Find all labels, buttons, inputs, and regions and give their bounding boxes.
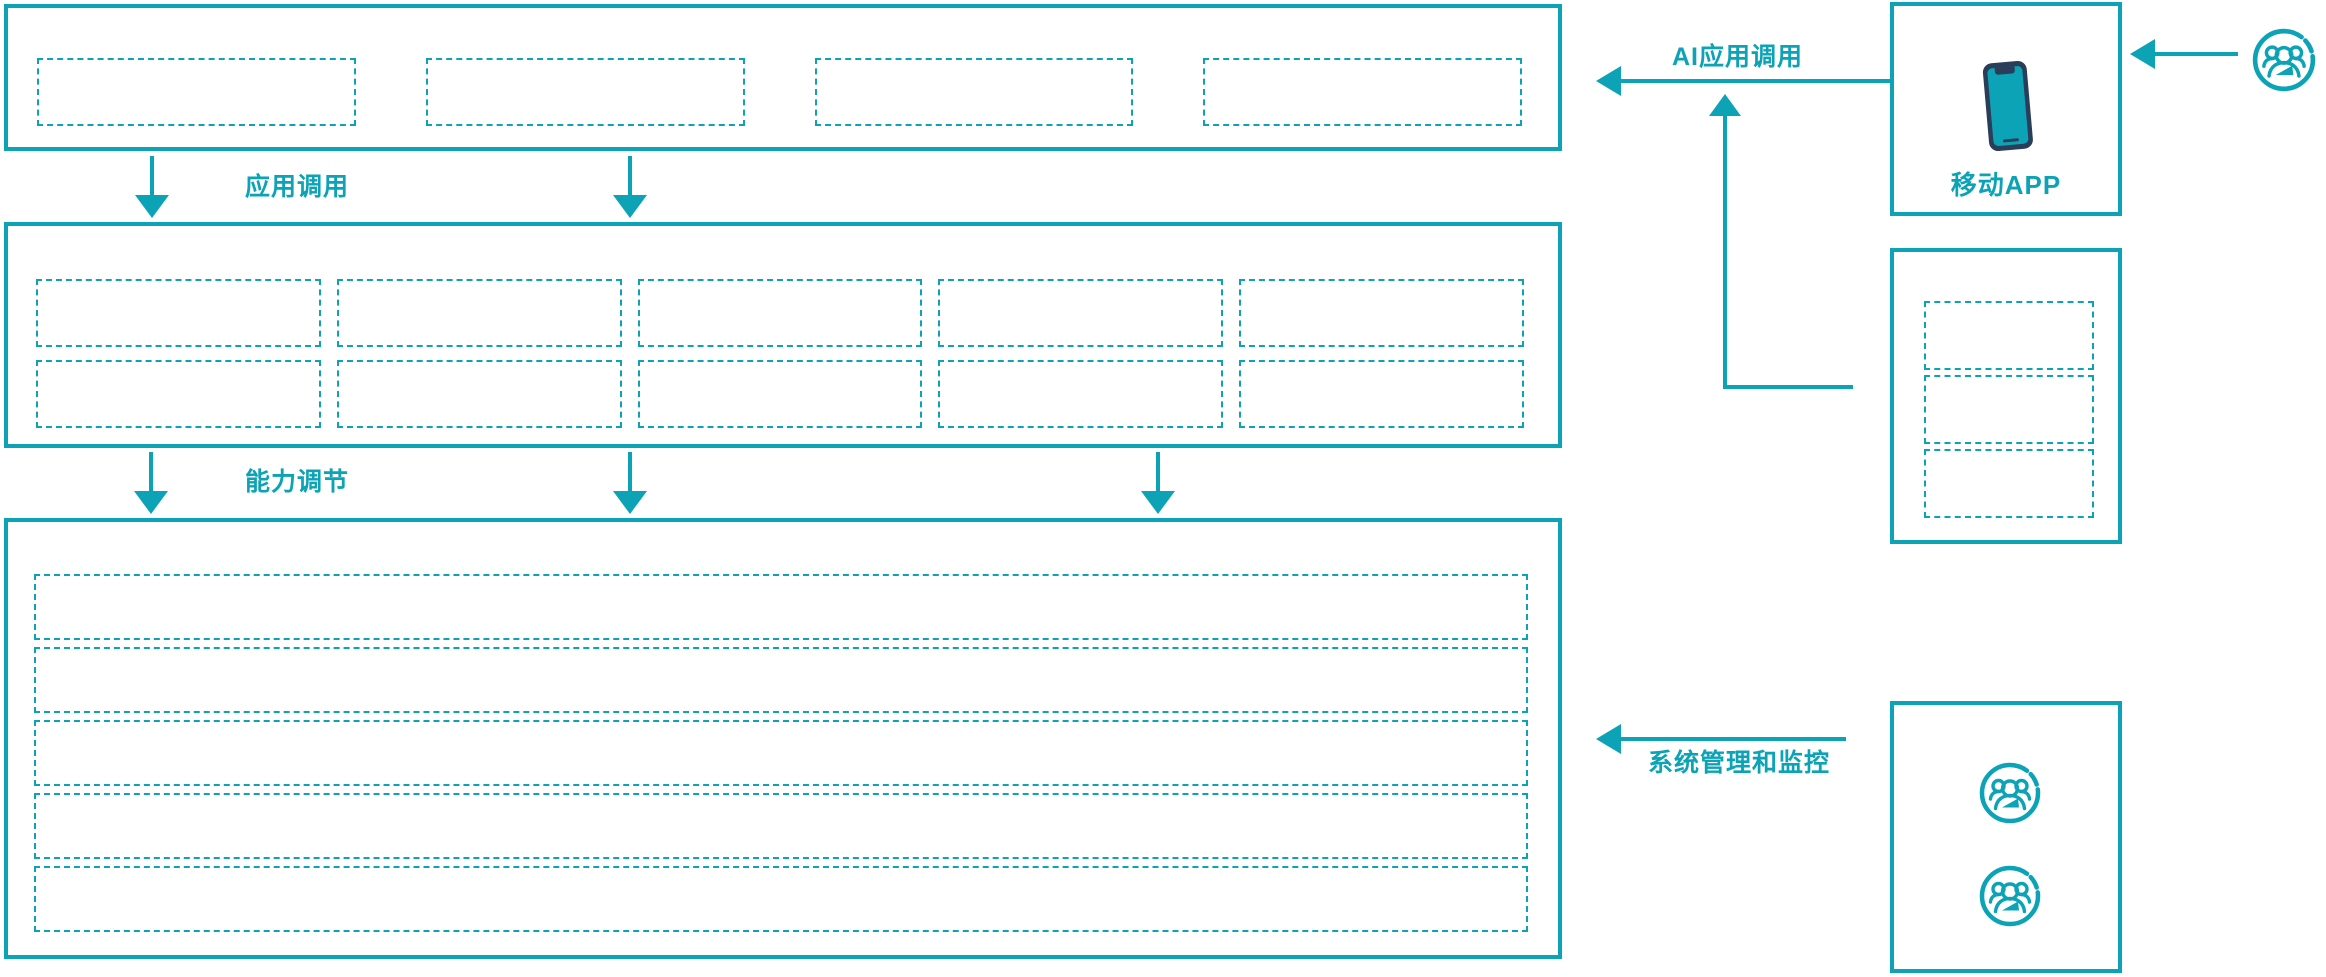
capability-arrowhead-2 (613, 491, 647, 514)
ai-app-call-arrow-line (1620, 79, 1890, 83)
capability-placeholder-box (938, 279, 1224, 347)
app-call-arrowhead-1 (135, 195, 169, 218)
capability-placeholder-box (637, 359, 923, 428)
app-call-arrow-line-2 (628, 156, 632, 196)
gateway-placeholder-box (1924, 449, 2094, 518)
capability-placeholder-box (1239, 359, 1524, 428)
application-placeholder-box (1203, 58, 1522, 126)
capability-placeholder-box (1239, 279, 1524, 347)
system-management-arrow-line (1620, 737, 1846, 741)
admin-team-icon-2 (1978, 864, 2042, 928)
application-placeholder-box (814, 58, 1134, 126)
capability-placeholder-box (938, 359, 1224, 428)
user-to-phone-arrowhead (2130, 39, 2155, 69)
mobile-app-label: 移动APP (1950, 170, 2062, 200)
connector-horizontal-line (1723, 385, 1853, 389)
resource-placeholder-row (34, 647, 1528, 713)
user-to-phone-arrow-line (2154, 52, 2238, 56)
resource-layer-panel (4, 518, 1562, 959)
resource-placeholder-row (34, 574, 1528, 640)
ai-app-call-arrowhead (1596, 66, 1621, 96)
application-placeholder-box (37, 58, 356, 126)
application-layer-panel (4, 4, 1562, 151)
capability-arrowhead-1 (134, 491, 168, 514)
gateway-placeholder-box (1924, 301, 2094, 370)
application-placeholder-box (425, 58, 745, 126)
capability-adjust-label: 能力调节 (245, 468, 350, 496)
capability-layer-panel (4, 222, 1562, 448)
capability-arrow-line-3 (1156, 452, 1160, 492)
capability-arrow-line-2 (628, 452, 632, 492)
mobile-app-panel: 移动APP (1890, 2, 2122, 216)
gateway-panel (1890, 248, 2122, 544)
system-management-arrowhead (1596, 724, 1621, 754)
connector-vertical-line (1723, 114, 1727, 389)
admin-panel (1890, 701, 2122, 973)
admin-team-icon-1 (1978, 761, 2042, 825)
system-management-label: 系统管理和监控 (1648, 749, 1831, 777)
capability-placeholder-box (637, 279, 923, 347)
capability-arrow-line-1 (149, 452, 153, 492)
ai-app-call-label: AI应用调用 (1672, 43, 1804, 71)
resource-placeholder-row (34, 866, 1528, 932)
capability-placeholder-box (336, 279, 622, 347)
capability-placeholder-box (36, 359, 321, 428)
gateway-placeholder-box (1924, 375, 2094, 444)
connector-arrowhead-up (1709, 94, 1741, 116)
capability-placeholder-box (36, 279, 321, 347)
app-call-label: 应用调用 (245, 173, 350, 201)
app-call-arrow-line-1 (150, 156, 154, 196)
app-call-arrowhead-2 (613, 195, 647, 218)
resource-placeholder-row (34, 720, 1528, 786)
capability-placeholder-box (336, 359, 622, 428)
end-user-team-icon (2251, 27, 2317, 93)
resource-placeholder-row (34, 793, 1528, 859)
capability-arrowhead-3 (1141, 491, 1175, 514)
smartphone-icon (1982, 60, 2034, 154)
